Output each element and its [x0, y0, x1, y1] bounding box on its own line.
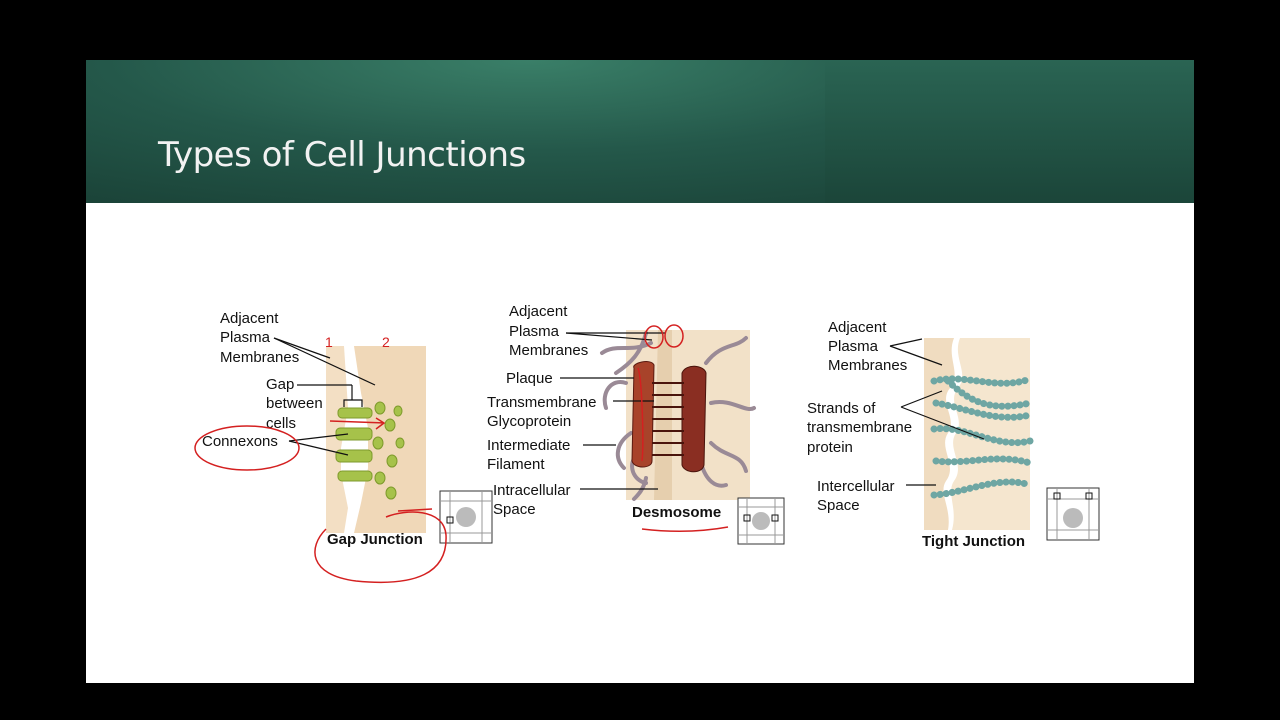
desmosome-figure: Adjacent Plasma Membranes Plaque Transme…: [487, 303, 785, 545]
gap-adjacent-label-2: Plasma: [220, 329, 271, 346]
tight-membrane-left: [924, 338, 955, 530]
cell-junctions-diagram: Adjacent Plasma Membranes Gap between ce…: [194, 303, 1100, 584]
gap-between-label-3: cells: [266, 415, 296, 432]
gap-adjacent-label-1: Adjacent: [220, 310, 279, 327]
tight-intercellular-label-1: Intercellular: [817, 478, 895, 495]
desmo-transmembrane-glycoproteins: [652, 382, 684, 456]
desmo-plaque-right: [681, 365, 707, 473]
gap-connexons-label: Connexons: [202, 433, 278, 450]
tight-strands-label-3: protein: [807, 439, 853, 456]
gap-connexons: [335, 401, 405, 500]
gap-annotation-1: 1: [325, 334, 333, 350]
desmo-intermediate-label-2: Filament: [487, 456, 545, 473]
desmo-intermediate-label-1: Intermediate: [487, 437, 570, 454]
tight-junction-caption: Tight Junction: [922, 533, 1025, 550]
desmo-adjacent-label-2: Plasma: [509, 323, 560, 340]
desmo-transmembrane-label-2: Glycoprotein: [487, 413, 571, 430]
gap-membrane-right: [354, 346, 426, 533]
desmo-membrane-gap: [654, 330, 672, 500]
gap-membrane-left: [326, 346, 348, 533]
tight-strands-label-1: Strands of: [807, 400, 876, 417]
tight-junction-figure: Adjacent Plasma Membranes Strands of tra…: [807, 319, 1100, 550]
desmo-adjacent-label-1: Adjacent: [509, 303, 568, 320]
gap-junction-caption: Gap Junction: [327, 531, 423, 548]
desmo-intracellular-label-2: Space: [493, 501, 536, 518]
gap-annotation-2: 2: [382, 334, 390, 350]
desmo-adjacent-label-3: Membranes: [509, 342, 588, 359]
gap-adjacent-label-3: Membranes: [220, 349, 299, 366]
desmo-red-annotations: [637, 324, 729, 532]
gap-inset-cell-icon: [439, 490, 493, 544]
tight-adjacent-label-2: Plasma: [828, 338, 879, 355]
gap-between-label-1: Gap: [266, 376, 294, 393]
tight-adjacent-label-1: Adjacent: [828, 319, 887, 336]
gap-red-annotations: [194, 417, 447, 584]
gap-between-label-2: between: [266, 395, 323, 412]
desmo-inset-cell-icon: [737, 497, 785, 545]
tight-adjacent-label-3: Membranes: [828, 357, 907, 374]
tight-inset-cell-icon: [1046, 487, 1100, 541]
header-accent-panel: [825, 60, 1194, 203]
desmo-transmembrane-label-1: Transmembrane: [487, 394, 596, 411]
slide-title: Types of Cell Junctions: [158, 135, 526, 175]
tight-strands-label-2: transmembrane: [807, 419, 912, 436]
slide: Types of Cell Junctions: [86, 60, 1194, 683]
tight-transmembrane-strands: [930, 375, 1034, 499]
desmosome-caption: Desmosome: [632, 504, 721, 521]
desmo-intracellular-label-1: Intracellular: [493, 482, 571, 499]
desmo-plaque-label: Plaque: [506, 370, 553, 387]
gap-junction-figure: Adjacent Plasma Membranes Gap between ce…: [194, 310, 493, 584]
tight-intercellular-label-2: Space: [817, 497, 860, 514]
